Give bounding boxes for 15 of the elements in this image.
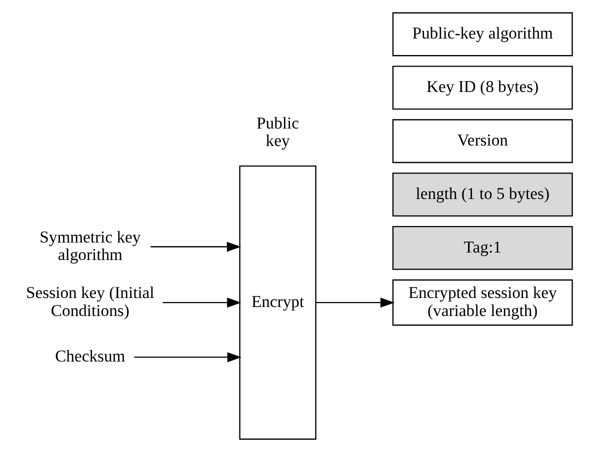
node-text: Symmetric key algorithm xyxy=(40,227,141,264)
node-box: Key ID (8 bytes) xyxy=(392,66,573,110)
node-box: Encrypted session key (variable length) xyxy=(392,279,573,326)
arrow xyxy=(316,298,395,308)
node-text: Checksum xyxy=(55,346,126,366)
node-box: length (1 to 5 bytes) xyxy=(392,172,573,216)
node-text: Session key (Initial Conditions) xyxy=(26,283,154,320)
node-box: Public-key algorithm xyxy=(392,12,573,56)
arrow xyxy=(150,242,242,252)
arrow xyxy=(162,298,242,308)
node-box: Version xyxy=(392,119,573,164)
node-box: Encrypt xyxy=(239,165,316,440)
node-box: Tag:1 xyxy=(392,226,573,270)
label: Public key xyxy=(256,113,300,150)
arrow xyxy=(134,352,242,362)
